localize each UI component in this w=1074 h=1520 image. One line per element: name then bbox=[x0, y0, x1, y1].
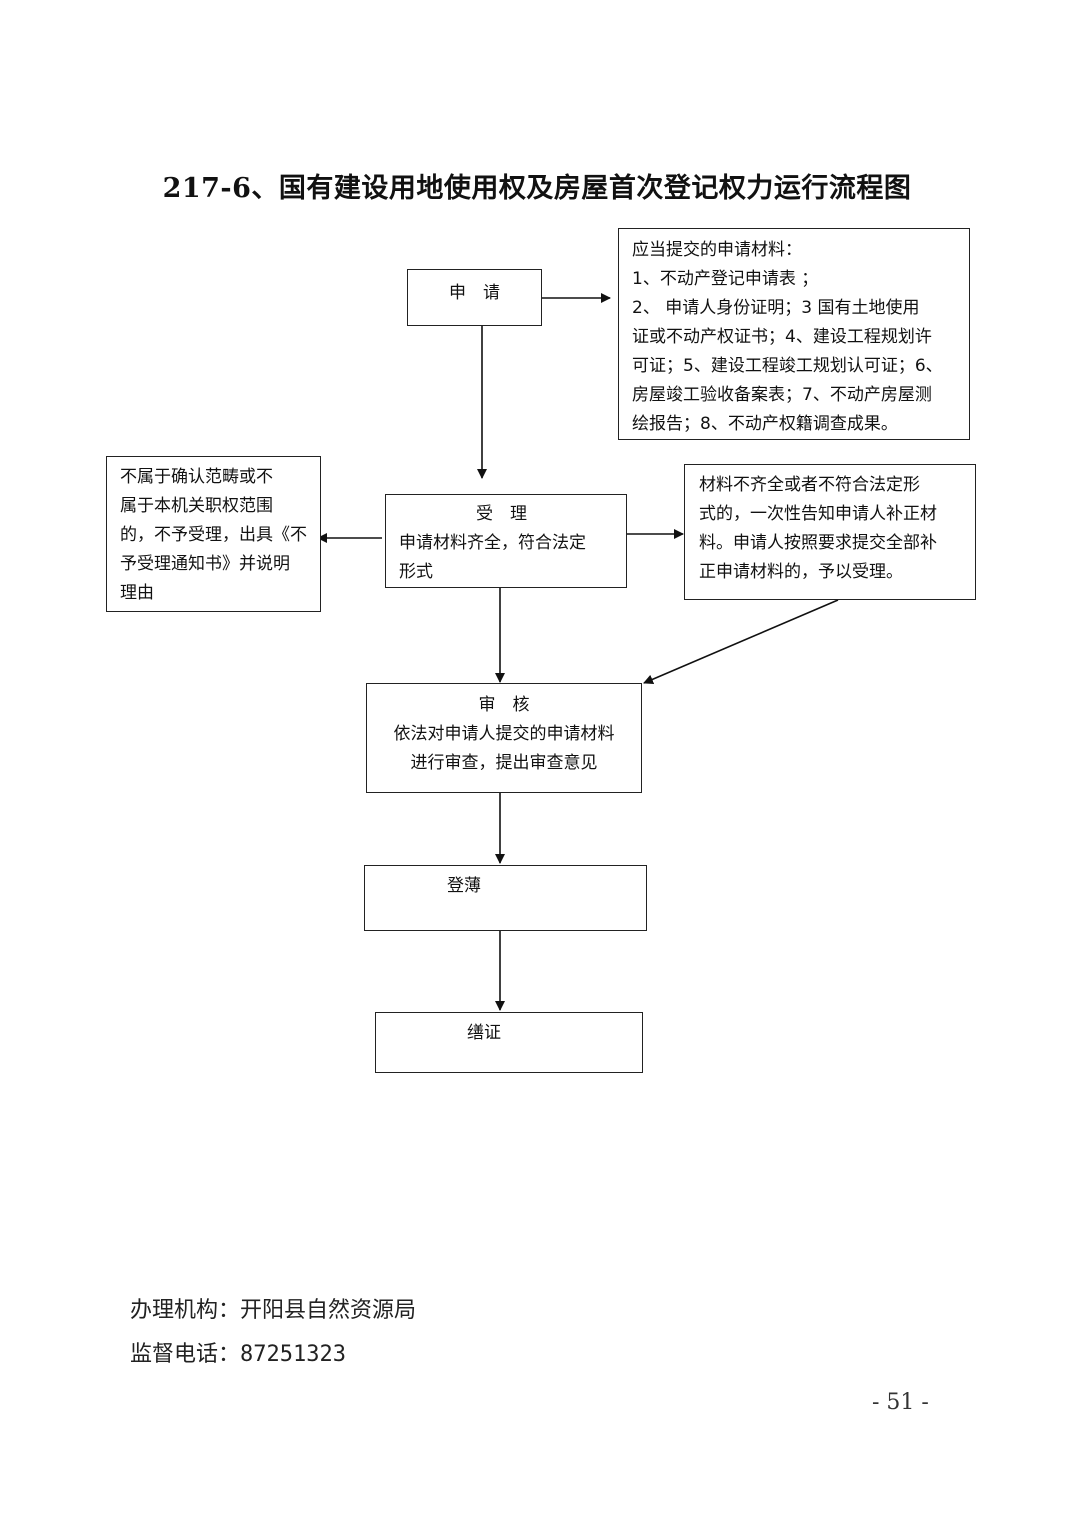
page-title: 217-6、国有建设用地使用权及房屋首次登记权力运行流程图 bbox=[162, 173, 912, 204]
materials-line: 1、不动产登记申请表 ； bbox=[632, 269, 819, 289]
apply-label: 申 请 bbox=[449, 283, 500, 303]
accept-label: 受 理 bbox=[476, 504, 527, 524]
supplement-line: 式的，一次性告知申请人补正材 bbox=[699, 504, 937, 524]
arrow-supplement-to-review bbox=[643, 599, 839, 685]
supplement-line: 材料不齐全或者不符合法定形 bbox=[699, 475, 920, 495]
reject-node: 不属于确认范畴或不 属于本机关职权范围 的，不予受理，出具《不 予受理通知书》并… bbox=[106, 456, 321, 612]
review-node: 审 核 依法对申请人提交的申请材料 进行审查，提出审查意见 bbox=[366, 683, 642, 793]
supplement-line: 正申请材料的，予以受理。 bbox=[699, 562, 903, 582]
review-line: 进行审查，提出审查意见 bbox=[410, 753, 598, 773]
agency-value: 开阳县自然资源局 bbox=[240, 1298, 417, 1323]
page-number: - 51 - bbox=[872, 1390, 929, 1415]
materials-line: 2、 申请人身份证明；3 国有土地使用 bbox=[632, 298, 920, 318]
reject-line: 理由 bbox=[120, 583, 154, 603]
supplement-node: 材料不齐全或者不符合法定形 式的，一次性告知申请人补正材 料。申请人按照要求提交… bbox=[684, 464, 976, 600]
phone-value: 87251323 bbox=[240, 1342, 346, 1367]
materials-line: 应当提交的申请材料： bbox=[632, 240, 802, 260]
reject-line: 予受理通知书》并说明 bbox=[120, 554, 290, 574]
register-node: 登薄 bbox=[364, 865, 647, 931]
materials-node: 应当提交的申请材料： 1、不动产登记申请表 ； 2、 申请人身份证明；3 国有土… bbox=[618, 228, 970, 440]
phone-row: 监督电话：87251323 bbox=[130, 1336, 346, 1368]
reject-line: 的，不予受理，出具《不 bbox=[120, 525, 307, 545]
accept-node: 受 理 申请材料齐全，符合法定 形式 bbox=[385, 494, 627, 588]
reject-line: 属于本机关职权范围 bbox=[120, 496, 273, 516]
agency-row: 办理机构：开阳县自然资源局 bbox=[130, 1292, 416, 1324]
materials-line: 证或不动产权证书；4、建设工程规划许 bbox=[632, 327, 932, 347]
certificate-node: 缮证 bbox=[375, 1012, 643, 1073]
review-line: 依法对申请人提交的申请材料 bbox=[393, 724, 615, 744]
materials-line: 房屋竣工验收备案表；7、不动产房屋测 bbox=[632, 385, 932, 405]
materials-line: 可证；5、建设工程竣工规划认可证；6、 bbox=[632, 356, 943, 376]
materials-line: 绘报告；8、不动产权籍调查成果。 bbox=[632, 414, 898, 434]
certificate-label: 缮证 bbox=[467, 1023, 501, 1043]
accept-line: 形式 bbox=[399, 562, 433, 582]
supplement-line: 料。申请人按照要求提交全部补 bbox=[699, 533, 937, 553]
accept-line: 申请材料齐全，符合法定 bbox=[399, 533, 586, 553]
reject-line: 不属于确认范畴或不 bbox=[120, 467, 273, 487]
review-label: 审 核 bbox=[478, 695, 530, 715]
agency-label: 办理机构： bbox=[130, 1298, 241, 1323]
register-label: 登薄 bbox=[447, 876, 481, 896]
phone-label: 监督电话： bbox=[130, 1342, 241, 1367]
apply-node: 申 请 bbox=[407, 269, 542, 326]
